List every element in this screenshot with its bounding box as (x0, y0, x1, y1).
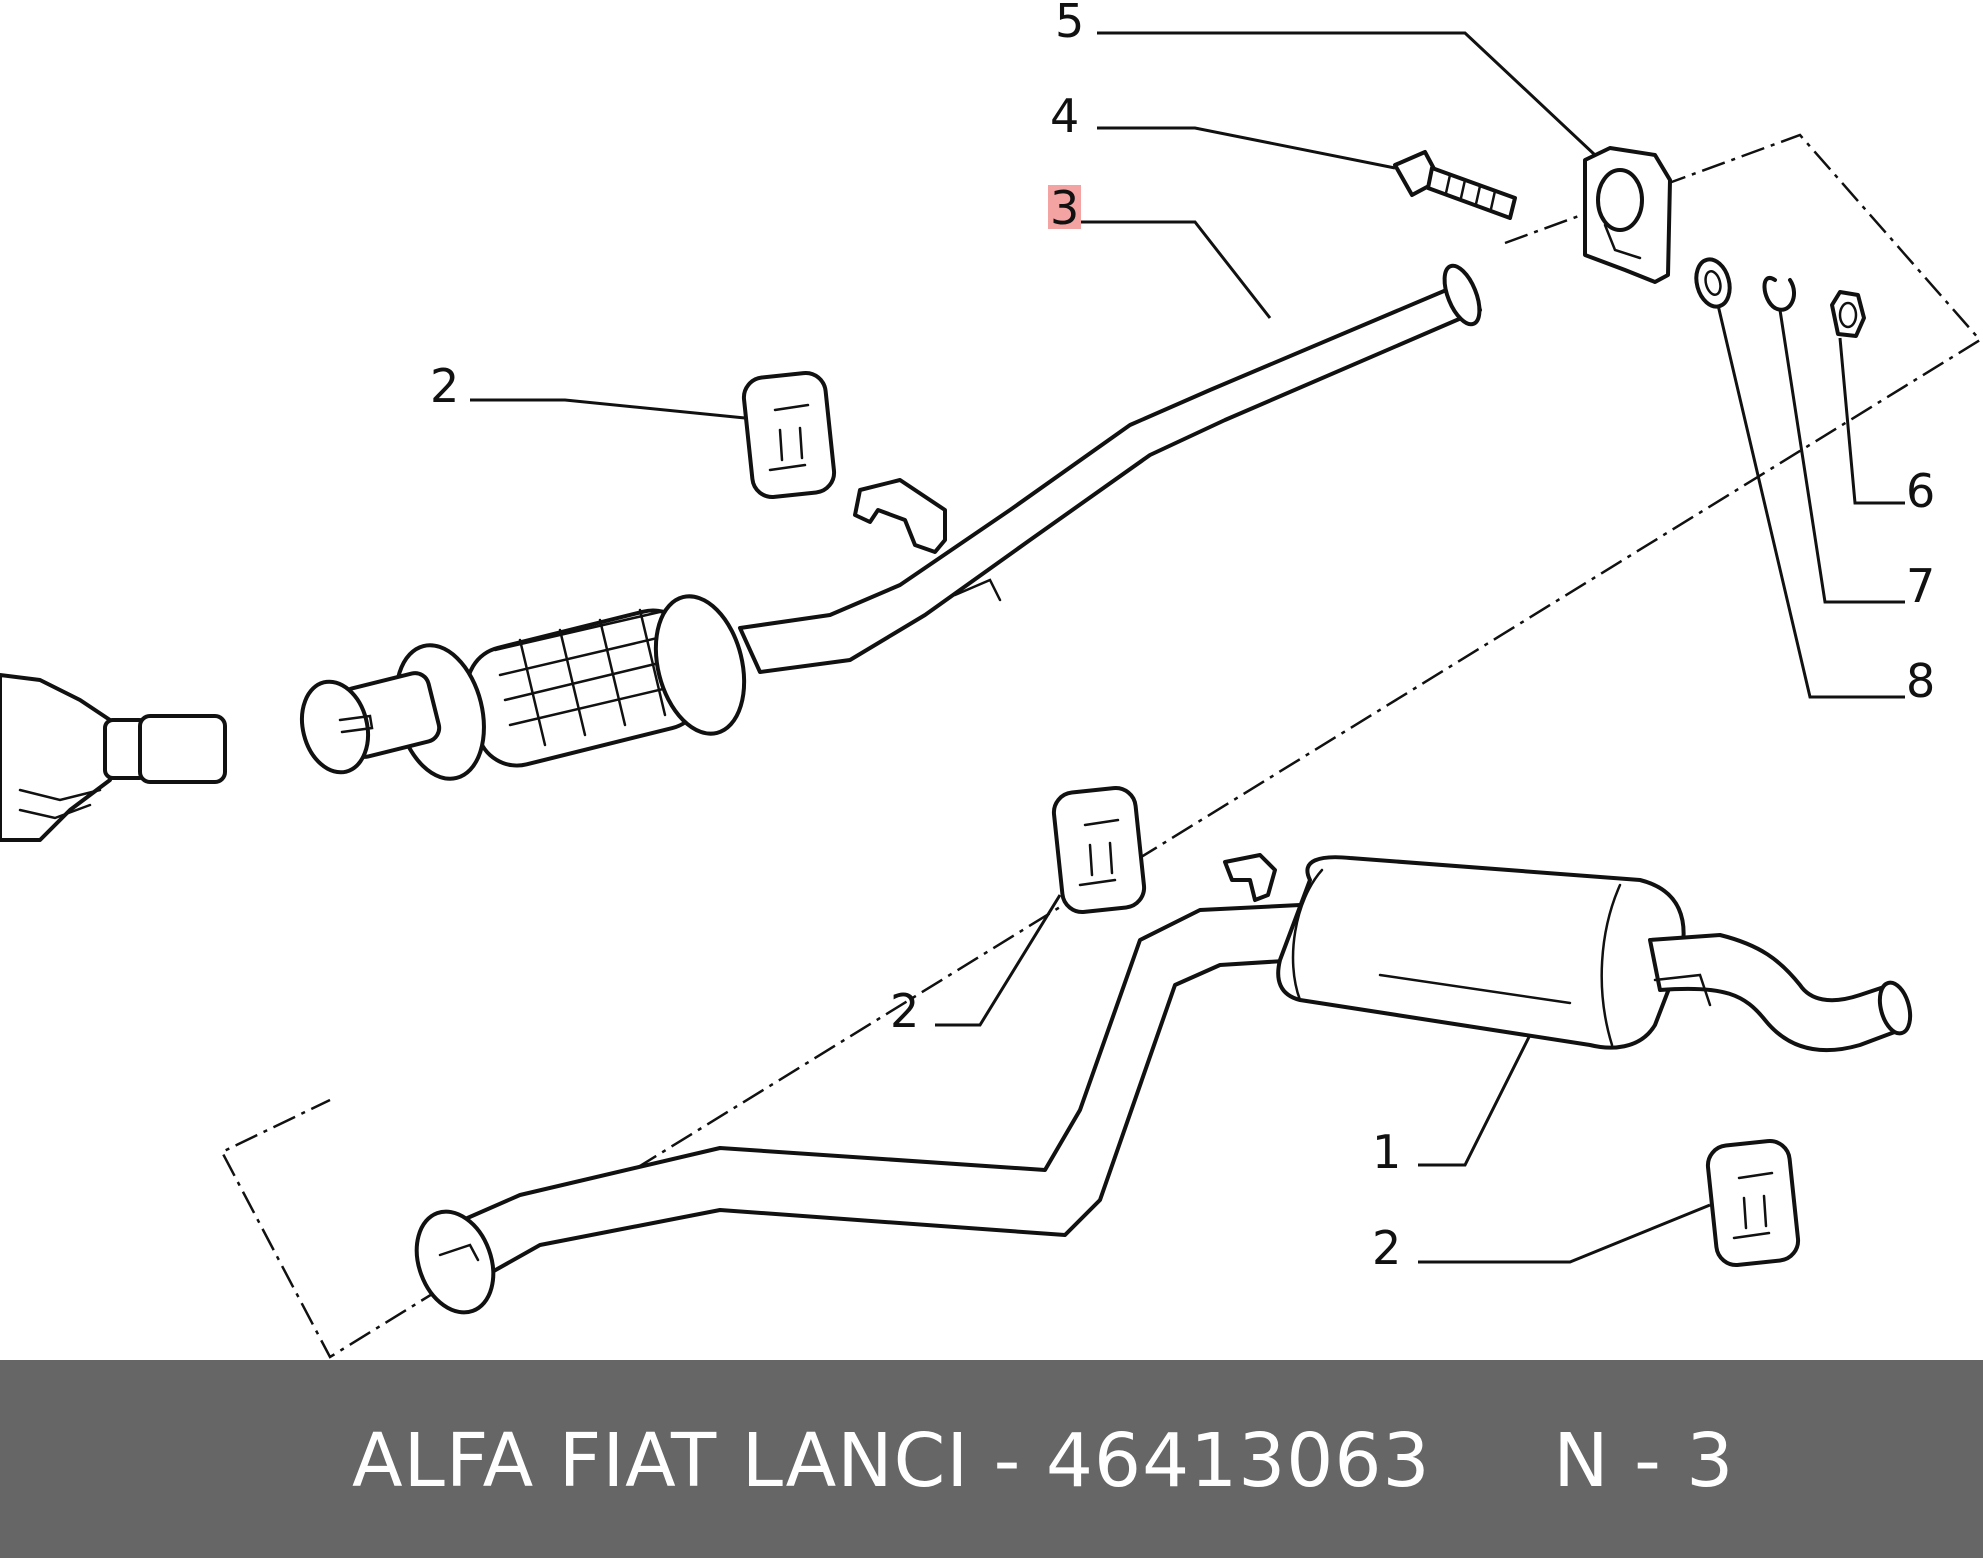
part-number: 46413063 (1045, 1418, 1431, 1504)
leader-4 (1097, 126, 1396, 170)
callout-7: 7 (1906, 559, 1935, 613)
position-code: N - 3 (1553, 1418, 1735, 1504)
rubber-hanger-lower (1705, 1139, 1801, 1267)
leader-7 (1778, 309, 1905, 604)
callout-8: 8 (1906, 654, 1935, 708)
catalytic-converter (0, 673, 227, 842)
callout-4: 4 (1050, 89, 1079, 143)
flat-washer (1694, 257, 1732, 309)
rubber-hanger-upper (741, 371, 837, 499)
leader-8 (1716, 304, 1905, 699)
brand-separator: - (969, 1418, 1046, 1504)
callout-1: 1 (1372, 1125, 1401, 1179)
exhaust-system-diagram: 5 4 3 2 6 7 8 2 1 2 (0, 0, 1982, 1359)
assembly-boundary (220, 133, 1982, 1359)
callout-2-lower: 2 (1372, 1221, 1401, 1275)
leader-5 (1097, 31, 1597, 157)
rubber-hanger-middle (1051, 786, 1147, 914)
leader-2a (470, 398, 746, 420)
leader-6 (1838, 337, 1905, 505)
caption-bar (0, 1360, 1983, 1558)
caption-gap (1431, 1418, 1554, 1504)
nut (1830, 290, 1866, 338)
brand-name: ALFA FIAT LANCI (352, 1418, 970, 1504)
leader-1 (1418, 1034, 1532, 1167)
callout-2-upper: 2 (430, 359, 459, 413)
caption-text: ALFA FIAT LANCI - 46413063 N - 3 (352, 1418, 1734, 1504)
leader-3 (1080, 220, 1272, 319)
rear-pipe-muffler (414, 853, 1913, 1315)
front-pipe (300, 263, 1482, 781)
callout-2-middle: 2 (890, 984, 919, 1038)
mounting-bracket (1583, 146, 1672, 284)
spring-washer (1762, 276, 1796, 312)
callout-3: 3 (1050, 181, 1079, 235)
callout-6: 6 (1906, 464, 1935, 518)
callout-3-highlight (1048, 185, 1081, 229)
leader-2c (1418, 1203, 1711, 1264)
callout-5: 5 (1055, 0, 1084, 48)
bolt (1393, 150, 1517, 220)
leader-2b (935, 894, 1062, 1027)
